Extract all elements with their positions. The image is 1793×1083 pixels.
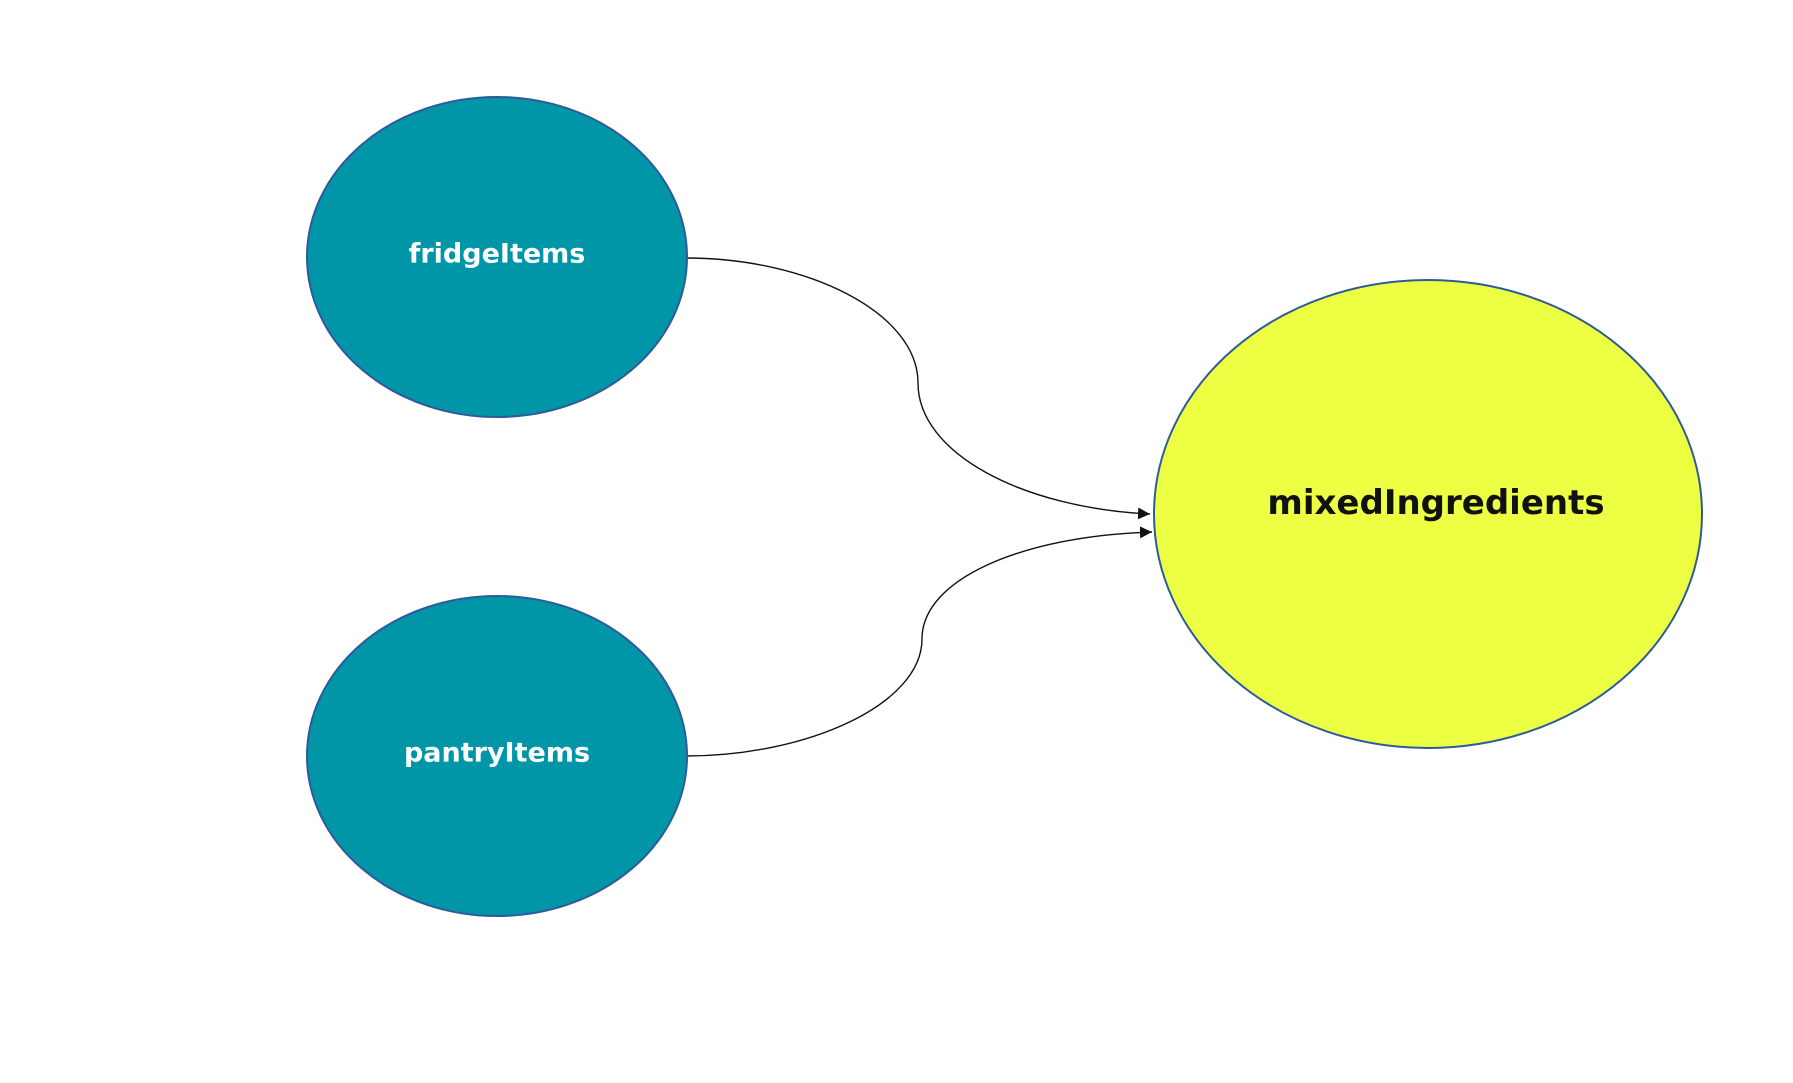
node-fridgeItems-shape xyxy=(306,96,688,418)
edge-fridgeItems-to-mixedIngredients[interactable] xyxy=(685,257,1151,520)
node-pantryItems[interactable]: pantryItems xyxy=(306,595,688,917)
node-fridgeItems[interactable]: fridgeItems xyxy=(306,96,688,418)
node-pantryItems-label: pantryItems xyxy=(404,738,590,769)
node-mixedIngredients-shape xyxy=(1153,279,1703,749)
node-mixedIngredients-label: mixedIngredients xyxy=(1267,483,1604,523)
edge-pantryItems-to-mixedIngredients[interactable] xyxy=(685,526,1153,757)
node-mixedIngredients[interactable]: mixedIngredients xyxy=(1153,279,1703,749)
edges-layer xyxy=(685,257,1153,757)
node-pantryItems-shape xyxy=(306,595,688,917)
node-fridgeItems-label: fridgeItems xyxy=(409,239,586,270)
